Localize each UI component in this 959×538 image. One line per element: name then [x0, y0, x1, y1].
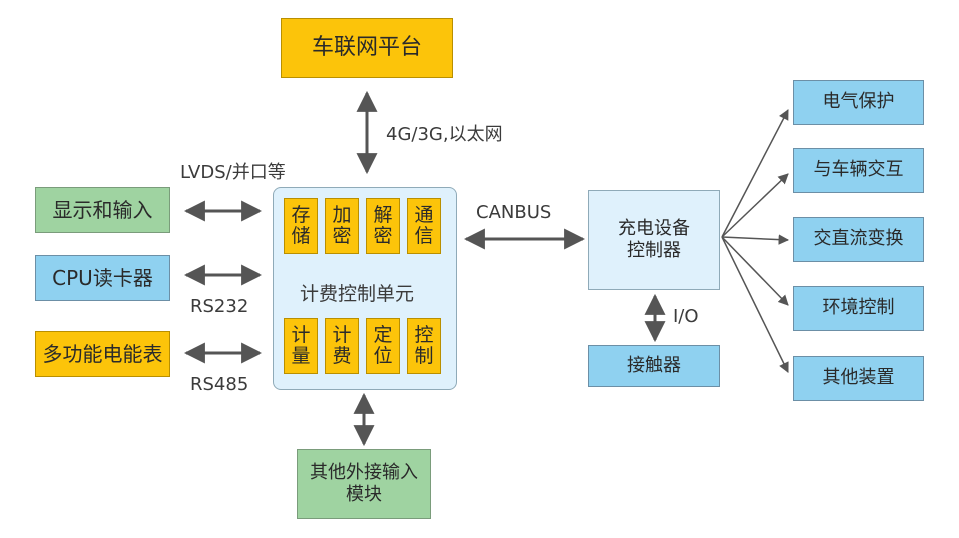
cpu-reader-label: CPU读卡器 — [52, 265, 153, 290]
right-box-ac-dc-conversion: 交直流变换 — [793, 217, 924, 262]
other-input-line1: 其他外接输入 — [310, 461, 418, 483]
arrow-fan-other — [721, 236, 789, 373]
right-box-electrical-protection: 电气保护 — [793, 80, 924, 125]
charger-line1: 充电设备 — [618, 217, 690, 239]
unit-cell-communication: 通信 — [407, 198, 441, 254]
unit-cell-control: 控制 — [407, 318, 441, 374]
unit-title: 计费控制单元 — [300, 283, 415, 305]
other-input-module-box: 其他外接输入 模块 — [297, 449, 431, 519]
right-box-label: 交直流变换 — [813, 228, 904, 250]
arrow-fan-electrical — [721, 109, 789, 238]
arrow-fan-vehicle — [721, 173, 789, 238]
platform-box: 车联网平台 — [281, 18, 453, 78]
cpu-reader-box: CPU读卡器 — [35, 255, 170, 301]
lvds-link-label: LVDS/并口等 — [180, 162, 286, 183]
rs485-link-label: RS485 — [190, 374, 249, 395]
contactor-label: 接触器 — [627, 354, 681, 376]
display-input-label: 显示和输入 — [52, 197, 153, 222]
unit-cell-decrypt: 解密 — [366, 198, 400, 254]
network-link-label: 4G/3G,以太网 — [386, 124, 503, 145]
display-input-box: 显示和输入 — [35, 187, 170, 233]
io-link-label: I/O — [673, 306, 699, 327]
contactor-box: 接触器 — [588, 345, 720, 387]
canbus-link-label: CANBUS — [476, 202, 552, 223]
right-box-label: 其他装置 — [822, 367, 895, 389]
right-box-vehicle-interaction: 与车辆交互 — [793, 148, 924, 193]
charger-controller-box: 充电设备 控制器 — [588, 190, 720, 290]
arrow-fan-acdc — [721, 234, 790, 245]
right-box-environment-control: 环境控制 — [793, 286, 924, 331]
right-box-label: 与车辆交互 — [813, 159, 904, 181]
unit-cell-billing: 计费 — [325, 318, 359, 374]
charger-line2: 控制器 — [627, 240, 681, 261]
energy-meter-box: 多功能电能表 — [35, 331, 170, 377]
energy-meter-label: 多功能电能表 — [42, 341, 163, 366]
right-box-label: 电气保护 — [822, 91, 895, 113]
unit-cell-positioning: 定位 — [366, 318, 400, 374]
other-input-line2: 模块 — [346, 484, 382, 505]
unit-cell-encrypt: 加密 — [325, 198, 359, 254]
right-box-label: 环境控制 — [822, 297, 895, 319]
right-box-other-devices: 其他装置 — [793, 356, 924, 401]
platform-label: 车联网平台 — [311, 35, 422, 61]
rs232-link-label: RS232 — [190, 296, 249, 317]
unit-cell-metering: 计量 — [284, 318, 318, 374]
arrow-fan-environment — [721, 236, 789, 306]
unit-cell-storage: 存储 — [284, 198, 318, 254]
